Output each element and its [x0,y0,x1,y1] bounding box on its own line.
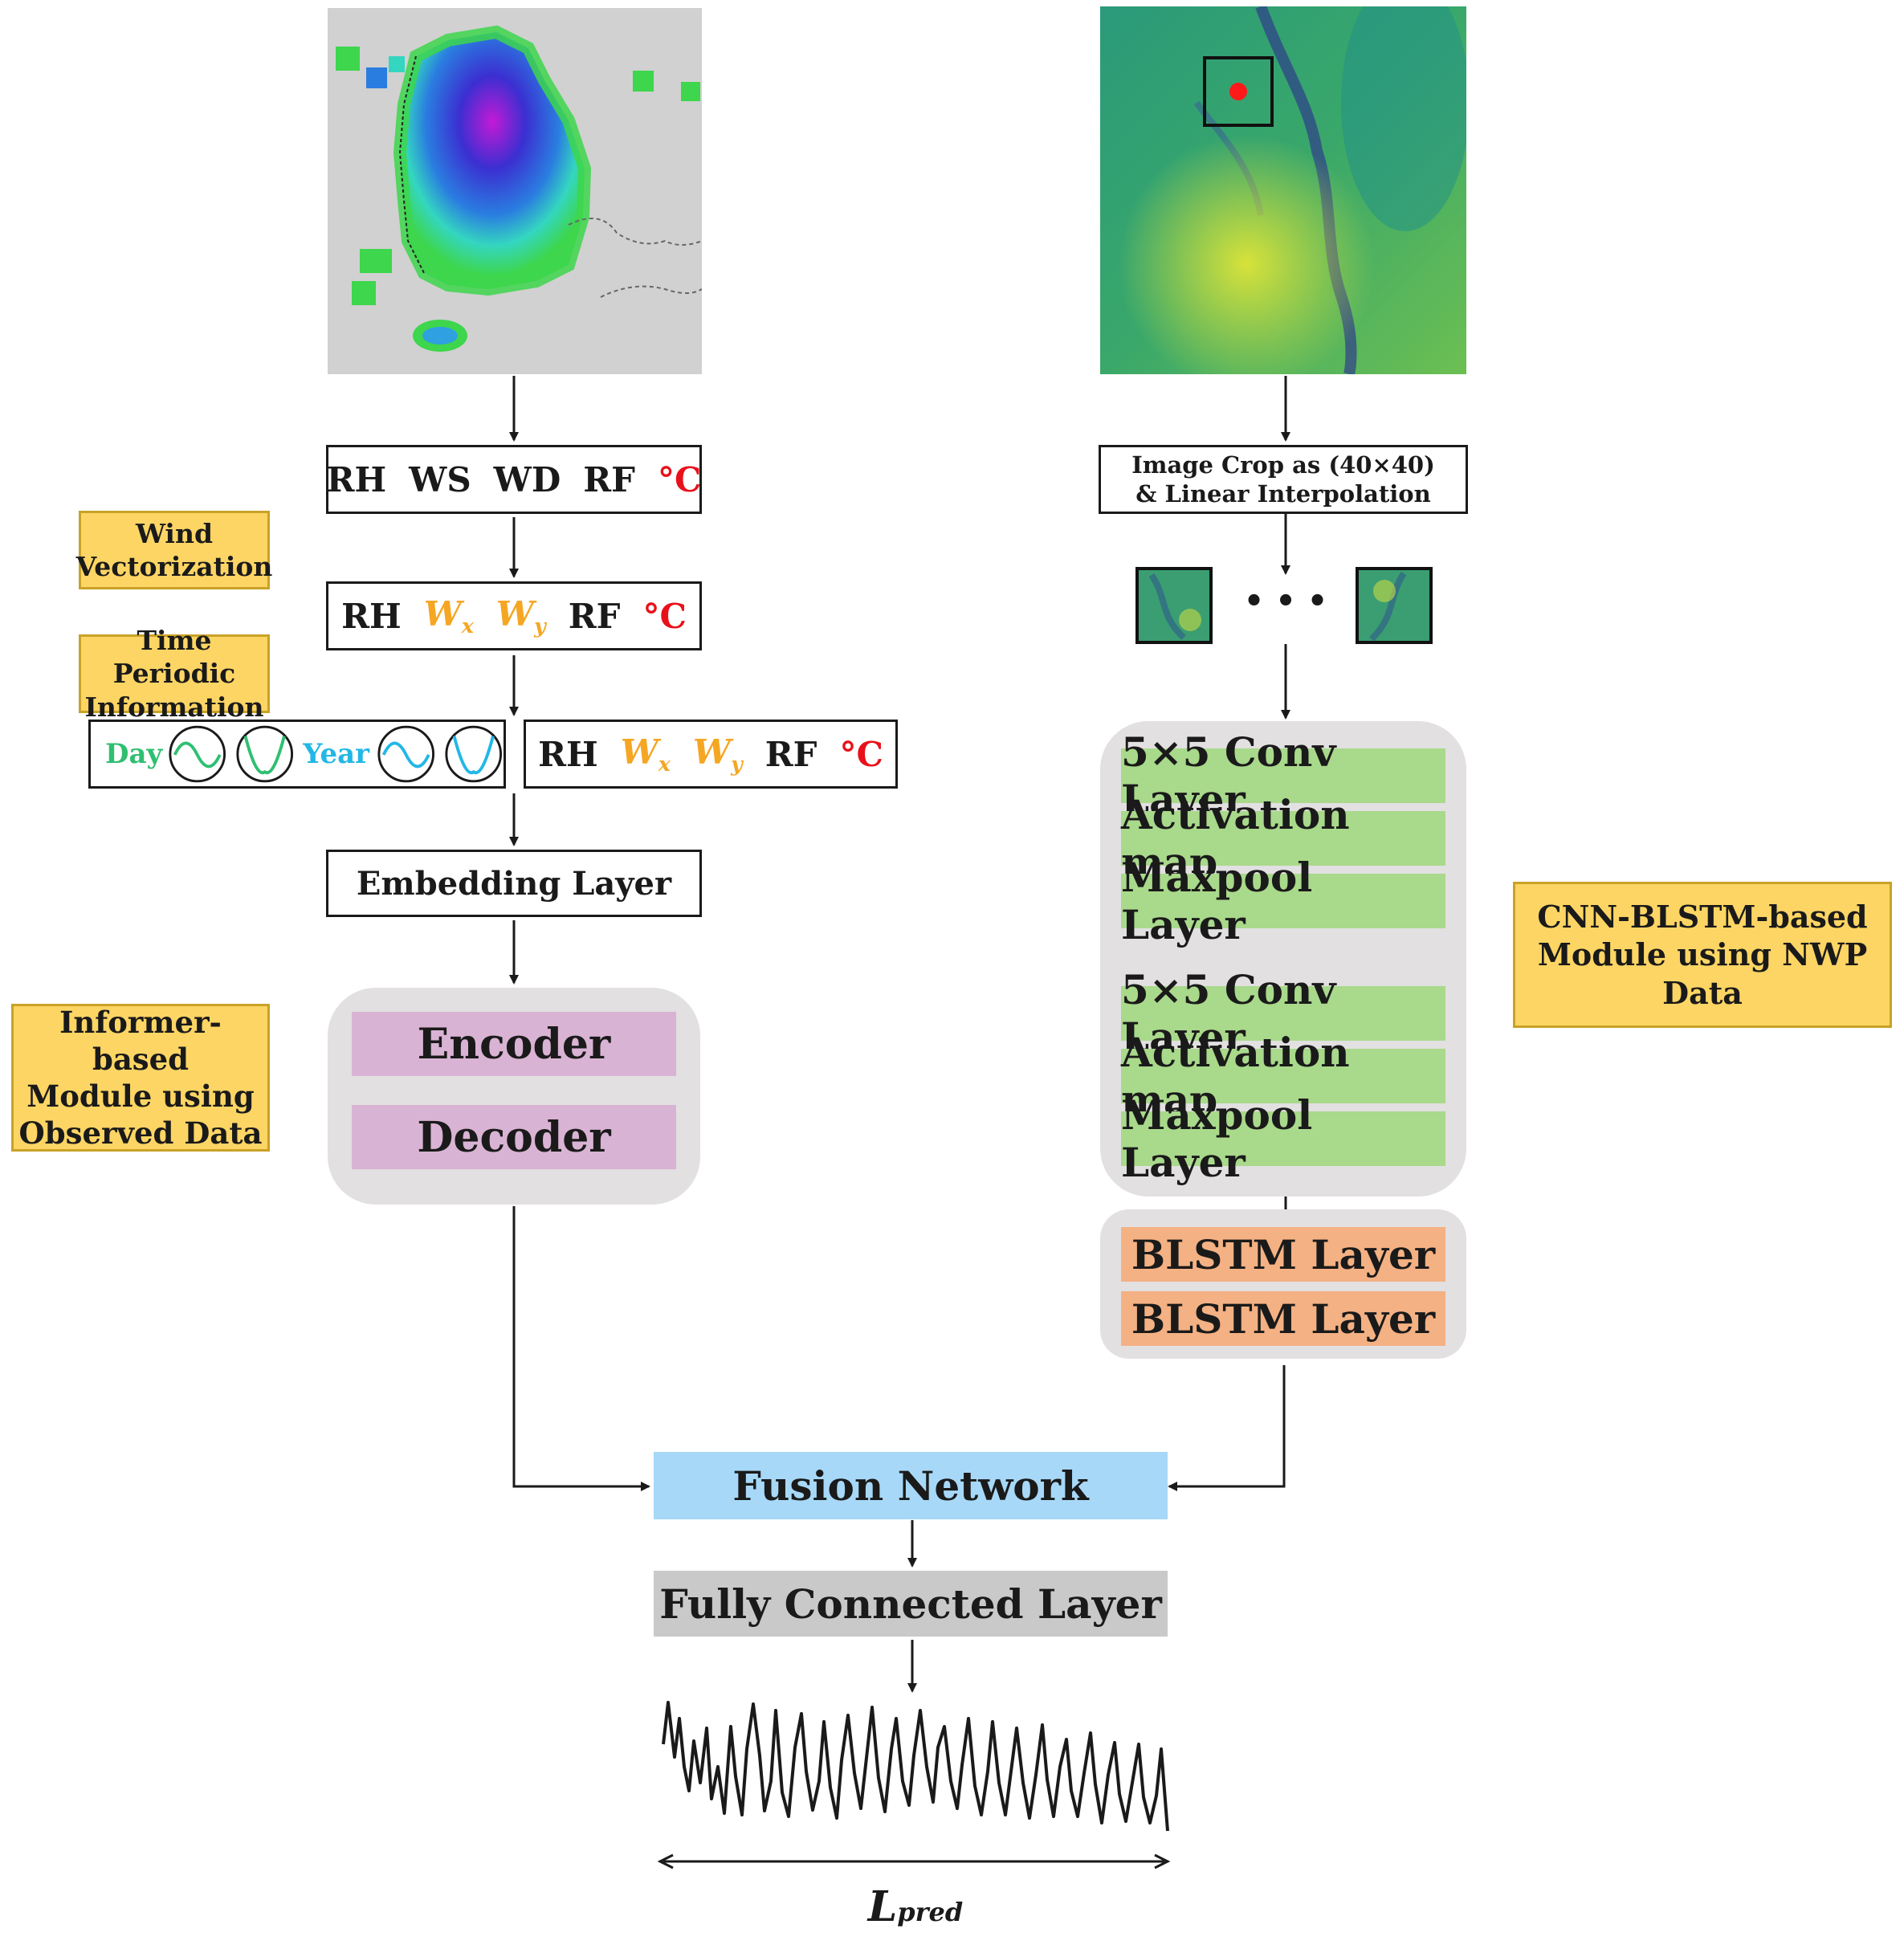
raw-variables-box: RH WS WD RF °C [326,445,702,514]
vectorized-variables-box: RH Wx Wy RF °C [326,581,702,650]
observed-map-image [328,8,702,374]
var-ws: WS [409,459,471,499]
pred-length-arrow [657,1853,1171,1869]
image-crop-box: Image Crop as (40×40) & Linear Interpola… [1099,445,1468,514]
year-sine-icon [377,725,435,783]
tiles-ellipsis: • • • [1243,583,1328,620]
cnn-panel: 5×5 Conv Layer Activation map Maxpool La… [1100,721,1466,1197]
crop-tile-first [1135,567,1213,644]
blstm-layer-1: BLSTM Layer [1121,1227,1445,1282]
output-series-line [662,1701,1169,1832]
cnn-blstm-module-note: CNN-BLSTM-based Module using NWP Data [1513,882,1892,1028]
station-dot [1229,83,1247,100]
var-rh: RH [326,459,387,499]
crop-window-box [1203,56,1274,127]
var-rh: RH [341,596,402,636]
day-label: Day [105,738,163,770]
year-cosine-icon [444,725,502,783]
var-wd: WD [493,459,561,499]
conv-layer-1: 5×5 Conv Layer [1121,728,1445,823]
var-wy: Wy [495,594,546,638]
var-temperature: °C [658,459,702,499]
fusion-network-block: Fusion Network [654,1452,1168,1519]
var-temperature: °C [839,734,883,774]
activation-map-2: Activation map [1121,1029,1445,1123]
var-rf: RF [568,596,621,636]
blstm-panel: BLSTM Layer BLSTM Layer [1100,1209,1466,1359]
activation-map-1: Activation map [1121,791,1445,886]
wind-vectorization-note: Wind Vectorization [76,511,272,589]
time-periodic-note: Time Periodic Information [79,625,270,723]
encoder-block: Encoder [352,1012,676,1076]
day-sine-icon [169,725,226,783]
var-wx: Wx [620,732,671,776]
arrow-blstm-to-fusion [1168,1365,1286,1491]
maxpool-layer-2: Maxpool Layer [1121,1091,1445,1186]
year-label: Year [303,738,370,770]
informer-module-note: Informer-based Module using Observed Dat… [11,1004,270,1152]
concat-variables-box: RH Wx Wy RF °C [524,720,898,789]
var-temperature: °C [642,596,687,636]
blstm-layer-2: BLSTM Layer [1121,1291,1445,1346]
fully-connected-layer-block: Fully Connected Layer [654,1571,1168,1637]
prediction-length-label: Lpred [867,1882,964,1931]
nwp-map-image [1100,6,1466,374]
maxpool-layer-1: Maxpool Layer [1121,854,1445,948]
embedding-layer-box: Embedding Layer [326,850,702,917]
var-wx: Wx [423,594,474,638]
var-rf: RF [764,734,817,774]
crop-tile-last [1356,567,1433,644]
informer-panel: Encoder Decoder [328,988,700,1205]
periodic-encoding-box: Day Year [88,720,506,789]
var-wy: Wy [692,732,743,776]
var-rf: RF [583,459,635,499]
decoder-block: Decoder [352,1105,676,1169]
arrow-decoder-to-fusion [512,1206,650,1491]
var-rh: RH [538,734,598,774]
day-cosine-icon [236,725,293,783]
